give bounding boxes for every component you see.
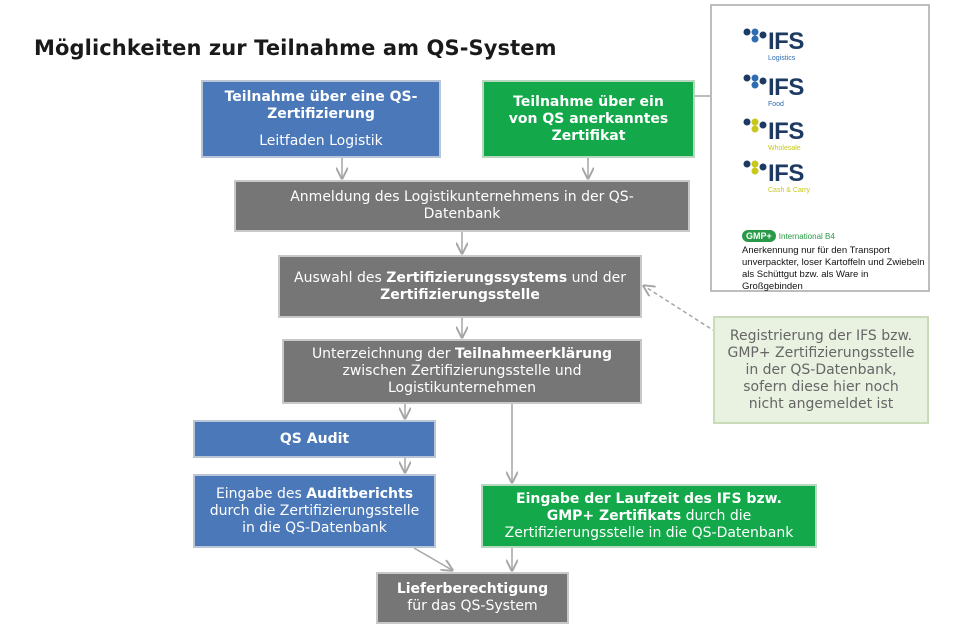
box-auswahl-mid: und der: [567, 269, 626, 286]
gmp-international: International B4: [778, 232, 835, 241]
box-eingabe-audit-b1: Auditberichts: [306, 485, 414, 502]
ifs-dots-icon: [743, 160, 767, 175]
box-qs-zertifizierung: Teilnahme über eine QS-Zertifizierung Le…: [201, 80, 441, 158]
box-unterz-post: zwischen Zertifizierungsstelle und Logis…: [342, 363, 582, 396]
box-eingabe-auditbericht: Eingabe des Auditberichts durch die Zert…: [193, 474, 436, 548]
box-anmeldung-text: Anmeldung des Logistikunternehmens in de…: [290, 189, 634, 222]
ifs-dots-icon: [743, 118, 767, 133]
ifs-cashcarry-word: IFS: [768, 160, 804, 187]
box-eingabe-laufzeit-text: Eingabe der Laufzeit des IFS bzw. GMP+ Z…: [495, 491, 803, 542]
box-eingabe-laufzeit-b1: Eingabe der Laufzeit des IFS bzw. GMP+ Z…: [516, 490, 782, 524]
box-eingabe-laufzeit: Eingabe der Laufzeit des IFS bzw. GMP+ Z…: [481, 484, 817, 548]
ifs-wholesale-word: IFS: [768, 118, 804, 145]
box-auswahl-b1: Zertifizierungssystems: [386, 269, 568, 286]
ifs-wholesale-sub: Wholesale: [768, 145, 801, 152]
ifs-food-sub: Food: [768, 101, 784, 108]
box-unterz-b1: Teilnahmeerklärung: [455, 346, 613, 362]
ifs-logistics-sub: Logistics: [768, 55, 796, 62]
box-qs-zertifizierung-title: Teilnahme über eine QS-Zertifizierung: [224, 88, 418, 122]
logo-panel: IFS Logistics IFS Food IFS Wholesale IFS…: [710, 4, 930, 292]
box-auswahl-b2: Zertifizierungsstelle: [380, 286, 540, 303]
arrow-registrierung-to-auswahl: [644, 286, 717, 333]
ifs-cashcarry-sub: Cash & Carry: [768, 187, 811, 194]
box-qs-zertifizierung-sub: Leitfaden Logistik: [259, 132, 383, 149]
box-lieferberechtigung-sub: für das QS-System: [407, 598, 538, 614]
box-registrierung-text: Registrierung der IFS bzw. GMP+ Zertifiz…: [727, 327, 915, 412]
box-registrierung: Registrierung der IFS bzw. GMP+ Zertifiz…: [713, 316, 929, 424]
ifs-food-word: IFS: [768, 74, 804, 101]
ifs-dots-icon: [743, 28, 767, 43]
box-anmeldung: Anmeldung des Logistikunternehmens in de…: [234, 180, 690, 232]
ifs-logistics-word: IFS: [768, 28, 804, 55]
box-lieferberechtigung: Lieferberechtigung für das QS-System: [376, 572, 569, 624]
box-auswahl-text: Auswahl des Zertifizierungssystems und d…: [290, 270, 630, 304]
box-eingabe-audit-pre: Eingabe des: [215, 485, 307, 502]
box-unterz-pre: Unterzeichnung der: [311, 346, 455, 362]
ifs-dots-icon: [743, 74, 767, 89]
gmp-note: Anerkennung nur für den Transport unverp…: [742, 245, 925, 292]
box-anerkanntes-zertifikat: Teilnahme über ein von QS anerkanntes Ze…: [482, 80, 695, 158]
box-anerkanntes-zertifikat-title: Teilnahme über ein von QS anerkanntes Ze…: [508, 93, 669, 144]
gmp-logo: GMP+International B4 Anerkennung nur für…: [742, 224, 928, 293]
box-auswahl-pre: Auswahl des: [294, 269, 387, 286]
box-eingabe-auditbericht-text: Eingabe des Auditberichts durch die Zert…: [209, 486, 420, 537]
box-lieferberechtigung-title: Lieferberechtigung: [396, 581, 549, 597]
box-unterzeichnung: Unterzeichnung der Teilnahmeerklärung zw…: [282, 339, 642, 404]
box-eingabe-laufzeit-post: durch die Zertifizierungsstelle in die Q…: [504, 507, 794, 541]
box-unterzeichnung-text: Unterzeichnung der Teilnahmeerklärung zw…: [298, 346, 626, 397]
arrow-eingabe-to-liefer: [413, 547, 452, 570]
box-qs-audit: QS Audit: [193, 420, 436, 458]
box-qs-audit-text: QS Audit: [279, 430, 350, 447]
gmp-pill: GMP+: [742, 230, 776, 242]
page-title: Möglichkeiten zur Teilnahme am QS-System: [34, 36, 557, 60]
box-auswahl: Auswahl des Zertifizierungssystems und d…: [278, 255, 642, 318]
box-eingabe-audit-post: durch die Zertifizierungsstelle in die Q…: [209, 502, 420, 536]
